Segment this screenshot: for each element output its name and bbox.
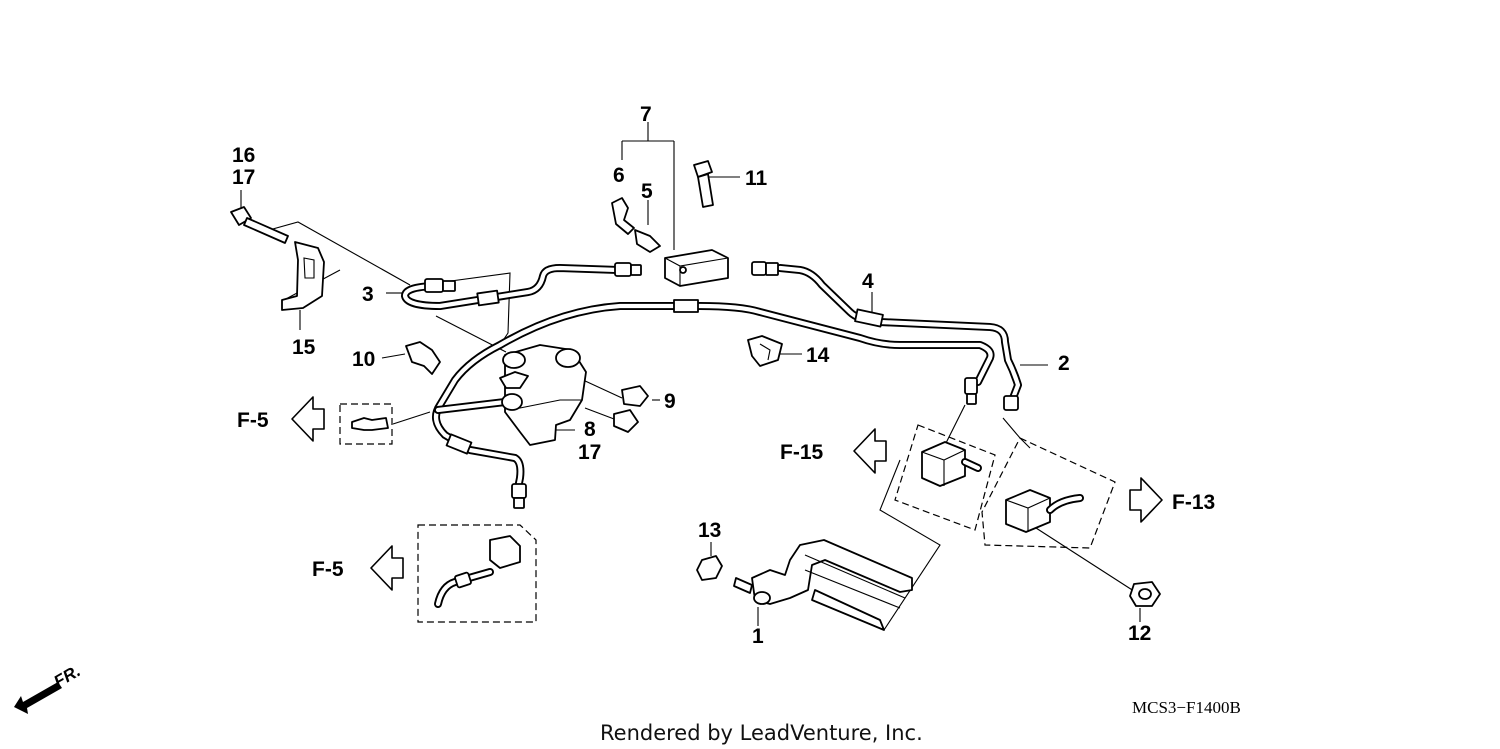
callout-15: 15 xyxy=(292,336,316,359)
callout-5: 5 xyxy=(641,180,653,203)
reference-box-right-b xyxy=(981,437,1116,549)
bracket-and-bolt xyxy=(230,206,325,311)
callout-6: 6 xyxy=(613,164,625,187)
callout-16: 16 xyxy=(232,144,255,167)
pipe-bracket xyxy=(696,539,913,631)
diagram-code: MCS3−F1400B xyxy=(1132,698,1241,717)
joint-block xyxy=(611,160,729,287)
brake-pipes xyxy=(401,264,1022,492)
front-direction-arrow: FR. xyxy=(14,661,84,714)
reference-box-left xyxy=(339,403,393,445)
ref-f5-bottom: F-5 xyxy=(312,558,344,581)
callout-8: 8 xyxy=(584,418,596,441)
arrow-left-f5 xyxy=(291,396,325,442)
callout-3: 3 xyxy=(362,283,374,306)
callout-numbers: 7 6 5 11 16 17 3 15 10 9 8 17 4 14 2 13 … xyxy=(232,103,1151,648)
callout-4: 4 xyxy=(862,270,874,293)
callout-9: 9 xyxy=(664,390,676,413)
ref-f5-left: F-5 xyxy=(237,409,269,432)
reference-labels: F-5 F-5 F-15 F-13 xyxy=(237,409,1215,581)
callout-7: 7 xyxy=(640,103,652,126)
reference-box-bottom xyxy=(417,524,537,623)
callout-14: 14 xyxy=(806,344,830,367)
valve-body xyxy=(499,344,649,446)
flare-nuts xyxy=(424,261,1019,509)
callout-17-top: 17 xyxy=(232,166,255,189)
reference-arrows xyxy=(291,396,1163,591)
arrow-right-f13 xyxy=(1129,477,1163,523)
callout-11: 11 xyxy=(745,167,768,190)
callout-13: 13 xyxy=(698,519,721,542)
callout-10: 10 xyxy=(352,348,375,371)
ref-f15: F-15 xyxy=(780,441,824,464)
credit-text: Rendered by LeadVenture, Inc. xyxy=(600,721,923,745)
arrow-left-f15 xyxy=(853,428,887,474)
arrow-left-f5-bottom xyxy=(370,545,404,591)
clip-part xyxy=(405,341,441,375)
callout-17-bottom: 17 xyxy=(578,441,601,464)
callout-12: 12 xyxy=(1128,622,1151,645)
flange-nut xyxy=(1129,581,1161,607)
pipe-clamp xyxy=(747,335,783,367)
leader-lines xyxy=(240,122,1141,631)
callout-1: 1 xyxy=(752,625,764,648)
ref-f13: F-13 xyxy=(1172,491,1215,514)
reference-box-right-a xyxy=(894,424,996,531)
callout-2: 2 xyxy=(1058,352,1070,375)
